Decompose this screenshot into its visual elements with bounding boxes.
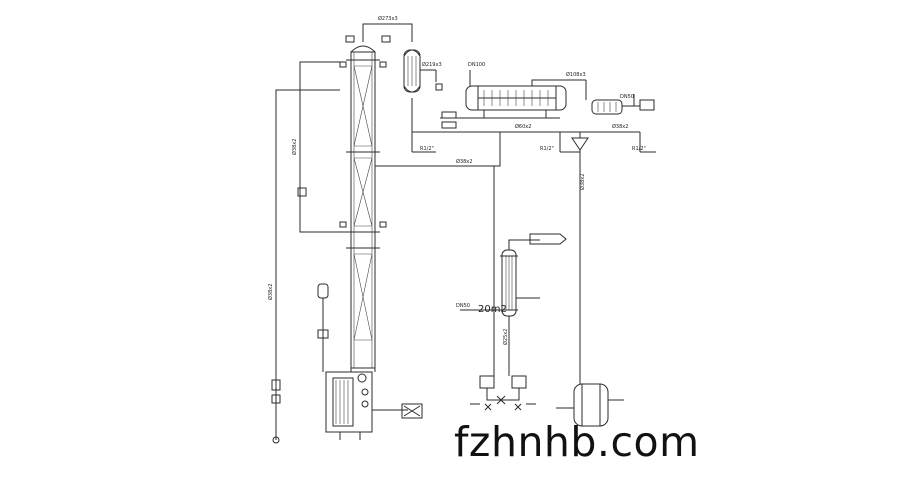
right-small-exchanger: DN50 <box>585 80 655 115</box>
outlet-pipe-label: Ø60x2 <box>515 123 531 130</box>
reboiler <box>325 368 376 440</box>
horizontal-exchanger: DN100 Ø108x3 <box>465 62 586 118</box>
drain2-label: R1/2" <box>540 146 554 152</box>
cooler-area-label: 20m2 <box>478 304 507 315</box>
product-cooler: DN50 20m2 Ø25x2 <box>456 166 567 376</box>
distillation-column <box>339 30 387 369</box>
vertical-pipe-label: Ø38x2 <box>579 174 586 190</box>
receiver-tanks <box>470 375 536 411</box>
watermark: fzhnhb.com <box>454 418 700 466</box>
column-pipe-label: Ø38x2 <box>291 139 298 155</box>
top-pipe-label: Ø273x3 <box>378 15 398 22</box>
process-headers: Ø60x2 Ø38x2 R1/2" R1/2" R1/2" Ø38x2 <box>375 117 656 167</box>
instrument-tags <box>345 35 457 129</box>
right-receiver: Ø38x2 <box>556 132 624 427</box>
vertical-condenser: Ø219x3 <box>403 49 442 132</box>
cond-pipe1-label: Ø219x3 <box>422 61 442 68</box>
drain1-label: R1/2" <box>420 146 434 152</box>
vertical-pipe2-label: Ø25x2 <box>502 329 509 345</box>
outlet-pipe2-label: Ø38x2 <box>612 123 628 130</box>
overhead-vapor-line: Ø273x3 <box>362 15 413 42</box>
left-return-line: Ø38x2 Ø38x2 <box>267 61 346 444</box>
level-tank <box>317 283 329 372</box>
outlet-dn-label: DN50 <box>620 94 634 100</box>
cooler-dn-label: DN50 <box>456 303 470 309</box>
column-left-pipe-label: Ø38x2 <box>267 284 274 300</box>
cond-pipe2-label: Ø108x3 <box>566 71 586 78</box>
cond-inlet-label: DN100 <box>468 62 485 68</box>
drain3-label: R1/2" <box>632 146 646 152</box>
bottom-valve-unit <box>372 403 423 419</box>
recycle-pipe-label: Ø38x2 <box>456 158 472 165</box>
